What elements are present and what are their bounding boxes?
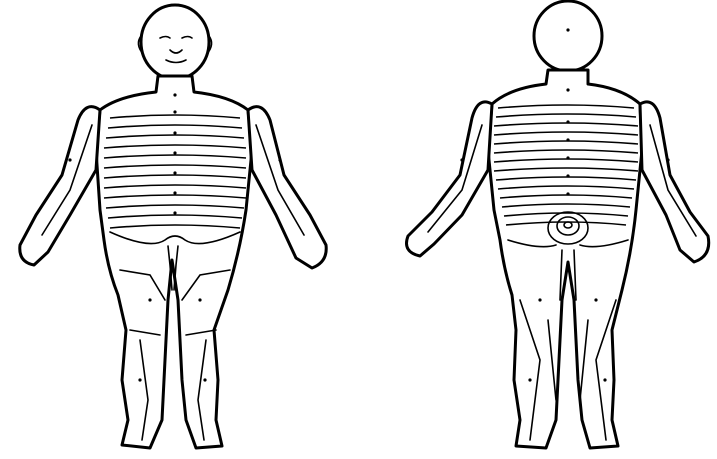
dot-marker xyxy=(566,192,569,195)
dot-marker xyxy=(173,93,176,96)
front-head xyxy=(141,5,209,79)
dot-marker xyxy=(173,211,176,214)
back-head xyxy=(534,1,602,71)
back-left-arm xyxy=(407,102,493,256)
dot-marker xyxy=(566,28,569,31)
dot-marker xyxy=(203,378,206,381)
posterior-body-figure xyxy=(407,1,709,448)
dot-marker xyxy=(603,378,606,381)
dot-marker xyxy=(460,158,463,161)
dot-marker xyxy=(538,298,541,301)
dot-marker xyxy=(173,151,176,154)
dot-marker xyxy=(138,378,141,381)
front-left-arm xyxy=(20,107,100,265)
dot-marker xyxy=(528,378,531,381)
front-right-arm xyxy=(248,107,326,268)
dot-marker xyxy=(68,158,71,161)
anterior-body-figure xyxy=(20,5,326,448)
dot-marker xyxy=(173,191,176,194)
dot-marker xyxy=(173,131,176,134)
dot-marker xyxy=(278,158,281,161)
dot-marker xyxy=(566,174,569,177)
dot-marker xyxy=(566,88,569,91)
dot-marker xyxy=(173,110,176,113)
dot-marker xyxy=(666,158,669,161)
dot-marker xyxy=(148,298,151,301)
dot-marker xyxy=(594,298,597,301)
dot-marker xyxy=(198,298,201,301)
dot-marker xyxy=(173,171,176,174)
dot-marker xyxy=(566,138,569,141)
back-body-outline xyxy=(488,70,642,448)
dot-marker xyxy=(566,120,569,123)
dot-marker xyxy=(566,156,569,159)
